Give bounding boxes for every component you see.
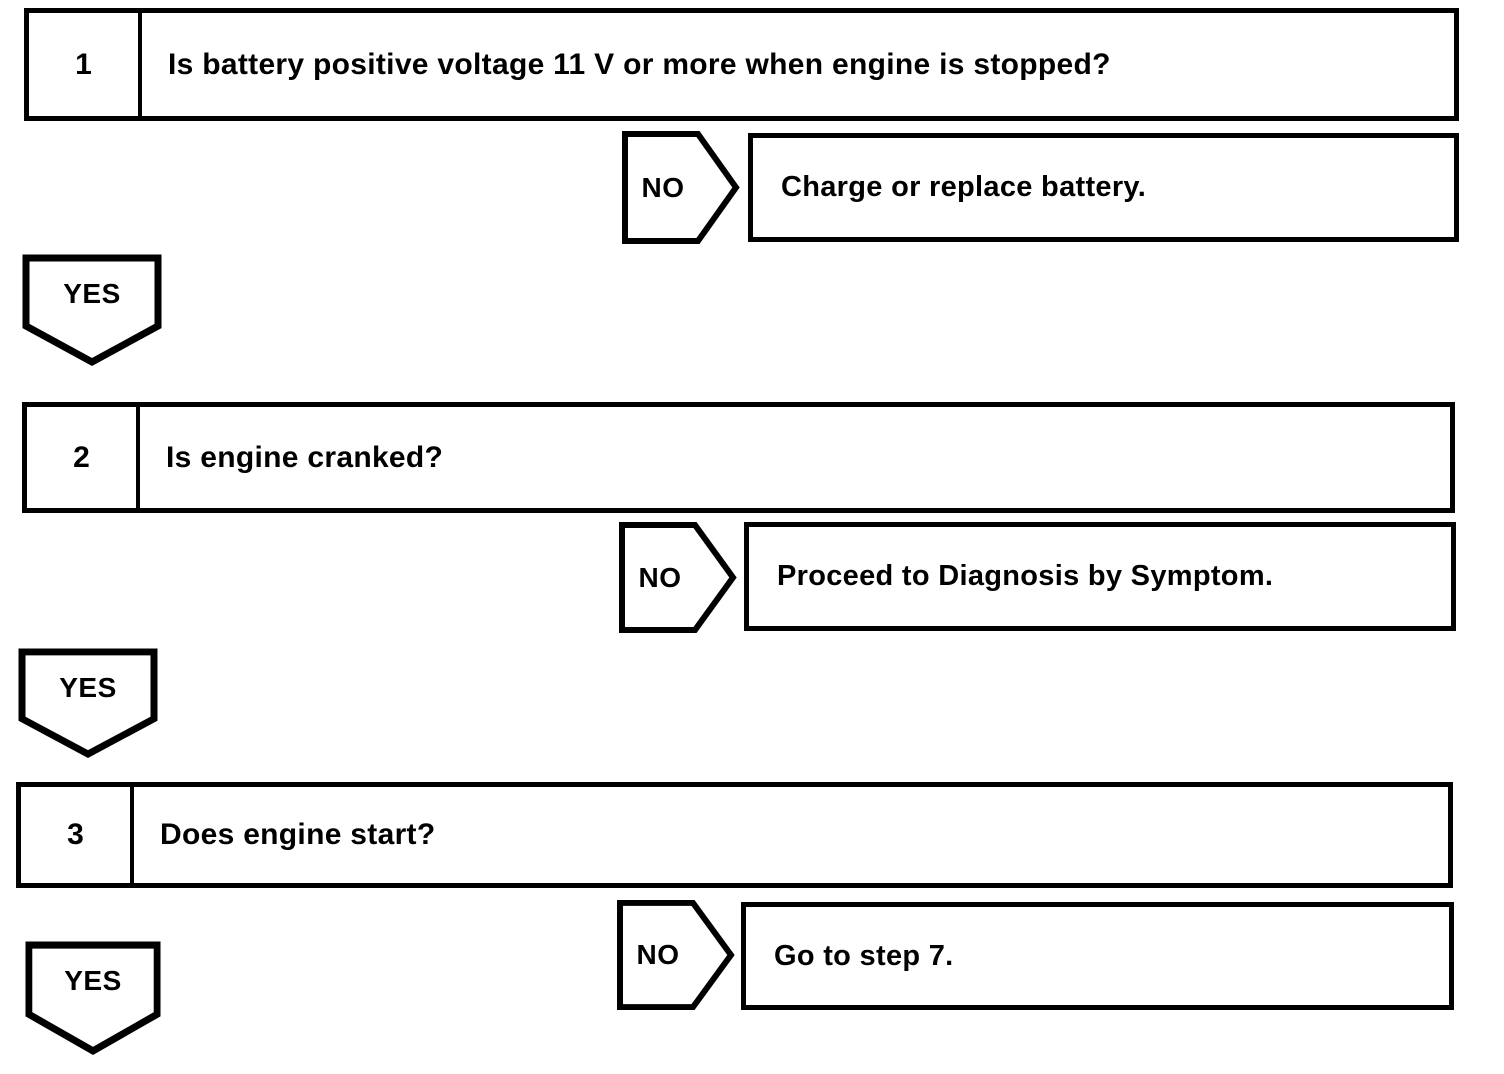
step-1-no-action-box: Charge or replace battery. xyxy=(748,133,1459,242)
step-1-question: Is battery positive voltage 11 V or more… xyxy=(168,47,1111,81)
yes-arrow-icon xyxy=(18,648,158,758)
step-1-no-action-text: Charge or replace battery. xyxy=(781,171,1147,203)
step-2-no-action-box: Proceed to Diagnosis by Symptom. xyxy=(744,522,1456,631)
step-3-question: Does engine start? xyxy=(160,818,436,851)
step-2-number: 2 xyxy=(27,407,140,508)
step-3-no-action-text: Go to step 7. xyxy=(774,939,954,972)
yes-arrow-icon xyxy=(25,941,161,1055)
step-2-no-action-text: Proceed to Diagnosis by Symptom. xyxy=(777,560,1274,592)
no-label: NO xyxy=(636,939,680,970)
step-1-no-connector: NO xyxy=(622,131,740,244)
no-arrow-icon xyxy=(617,900,735,1010)
step-1-number: 1 xyxy=(29,13,142,116)
yes-label: YES xyxy=(59,672,117,703)
no-label: NO xyxy=(638,561,682,593)
step-2-no-connector: NO xyxy=(619,522,737,633)
step-2-question: Is engine cranked? xyxy=(166,440,444,474)
yes-label: YES xyxy=(64,965,122,996)
step-3-question-box: 3 Does engine start? xyxy=(16,782,1453,888)
step-3-yes-connector: YES xyxy=(25,941,161,1055)
yes-arrow-icon xyxy=(22,254,162,366)
no-arrow-icon xyxy=(619,522,737,633)
no-arrow-icon xyxy=(622,131,740,244)
step-1-yes-connector: YES xyxy=(22,254,162,366)
step-3-number: 3 xyxy=(21,787,134,883)
step-3-no-connector: NO xyxy=(617,900,735,1010)
no-label: NO xyxy=(641,171,685,203)
step-2-yes-connector: YES xyxy=(18,648,158,758)
yes-label: YES xyxy=(63,278,121,309)
step-1-question-box: 1 Is battery positive voltage 11 V or mo… xyxy=(24,8,1459,121)
step-3-no-action-box: Go to step 7. xyxy=(741,902,1454,1010)
step-2-question-box: 2 Is engine cranked? xyxy=(22,402,1455,513)
